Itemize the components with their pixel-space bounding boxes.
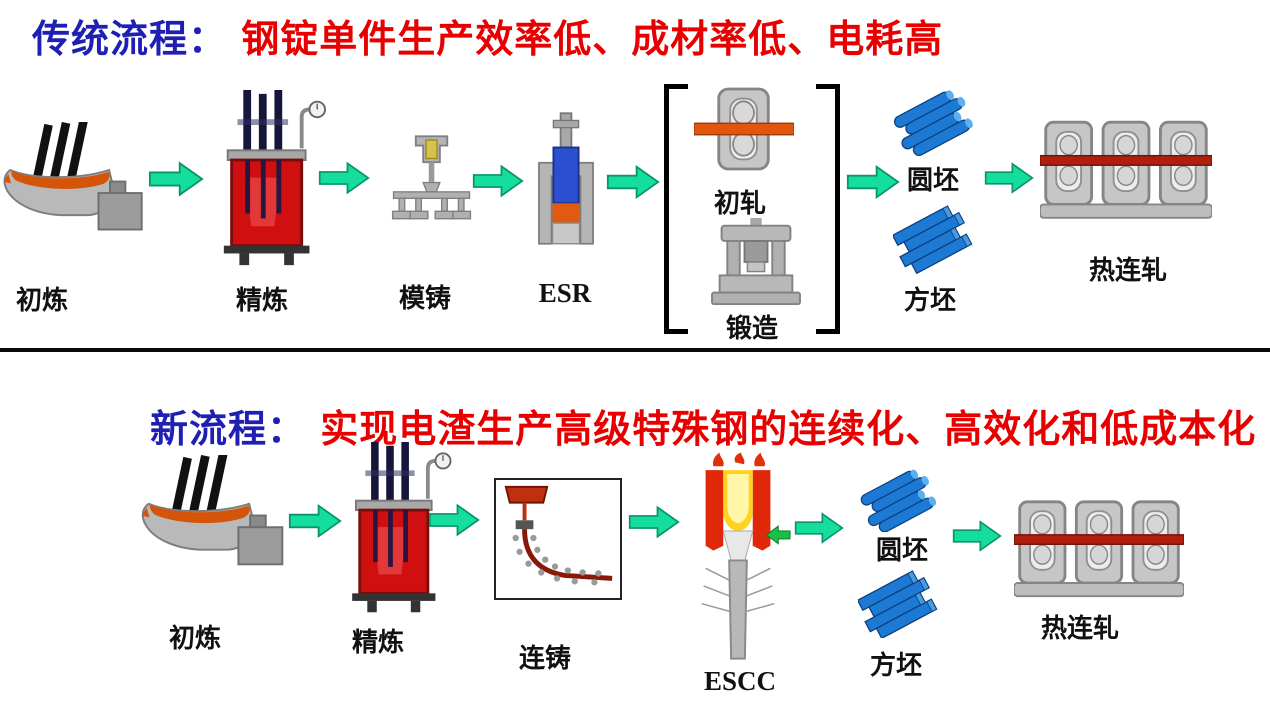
- label-escc: ESCC: [703, 666, 777, 696]
- flow-arrow-icon: [288, 502, 342, 540]
- label-modern-hot-rolling: 热连轧: [1040, 614, 1119, 644]
- flow-arrow-icon: [794, 510, 844, 546]
- label-traditional-primary-smelting: 初炼: [15, 286, 68, 316]
- flow-arrow-icon: [472, 163, 524, 199]
- blooming-mill-icon: [694, 86, 794, 172]
- flow-arrow-icon: [952, 518, 1002, 554]
- flow-arrow-icon: [846, 163, 900, 201]
- esr-furnace-icon: [530, 108, 602, 258]
- refining-furnace-icon: [216, 90, 328, 270]
- flow-arrow-icon: [606, 163, 660, 201]
- label-traditional-refining: 精炼: [235, 286, 288, 316]
- traditional-title: 传统流程： 钢锭单件生产效率低、成材率低、电耗高: [32, 8, 943, 63]
- hot-rolling-mill-icon: [1040, 118, 1212, 222]
- continuous-casting-box: [494, 478, 622, 600]
- forging-press-icon: [708, 218, 804, 306]
- new-process-title-main: 实现电渣生产高级特殊钢的连续化、高效化和低成本化: [320, 407, 1257, 451]
- label-modern-round-billet: 圆坯: [875, 536, 928, 566]
- traditional-title-main: 钢锭单件生产效率低、成材率低、电耗高: [241, 17, 944, 61]
- round-billets-icon: [858, 466, 940, 532]
- flow-arrow-icon: [984, 160, 1034, 196]
- label-mold-casting: 模铸: [398, 284, 451, 314]
- continuous-casting-icon: [496, 480, 620, 598]
- primary-smelting-ladle-icon: [140, 455, 288, 577]
- bracket-left: [664, 84, 688, 334]
- label-blooming: 初轧: [713, 189, 766, 219]
- label-modern-refining: 精炼: [351, 628, 404, 658]
- primary-smelting-ladle-icon: [2, 122, 147, 242]
- flow-arrow-icon: [428, 502, 480, 538]
- escc-caster-icon: [684, 452, 792, 664]
- section-divider: [0, 348, 1270, 352]
- new-process-title: 新流程： 实现电渣生产高级特殊钢的连续化、高效化和低成本化: [150, 398, 1256, 453]
- flow-arrow-icon: [628, 504, 680, 540]
- label-traditional-hot-rolling: 热连轧: [1088, 256, 1167, 286]
- bracket-right: [816, 84, 840, 334]
- label-forging: 锻造: [725, 314, 778, 344]
- traditional-title-prefix: 传统流程：: [32, 17, 228, 61]
- square-billets-icon: [893, 200, 975, 274]
- round-billets-icon: [893, 84, 975, 158]
- label-continuous-casting: 连铸: [518, 644, 571, 674]
- mold-casting-icon: [388, 132, 476, 248]
- hot-rolling-mill-icon: [1014, 498, 1184, 600]
- label-modern-square-billet: 方坯: [869, 651, 922, 681]
- square-billets-icon: [858, 566, 940, 638]
- label-traditional-round-billet: 圆坯: [906, 166, 959, 196]
- new-process-title-prefix: 新流程：: [150, 407, 307, 451]
- label-esr: ESR: [538, 278, 592, 308]
- label-modern-primary-smelting: 初炼: [168, 624, 221, 654]
- flow-arrow-icon: [318, 160, 370, 196]
- label-traditional-square-billet: 方坯: [903, 286, 956, 316]
- flow-arrow-icon: [148, 160, 204, 198]
